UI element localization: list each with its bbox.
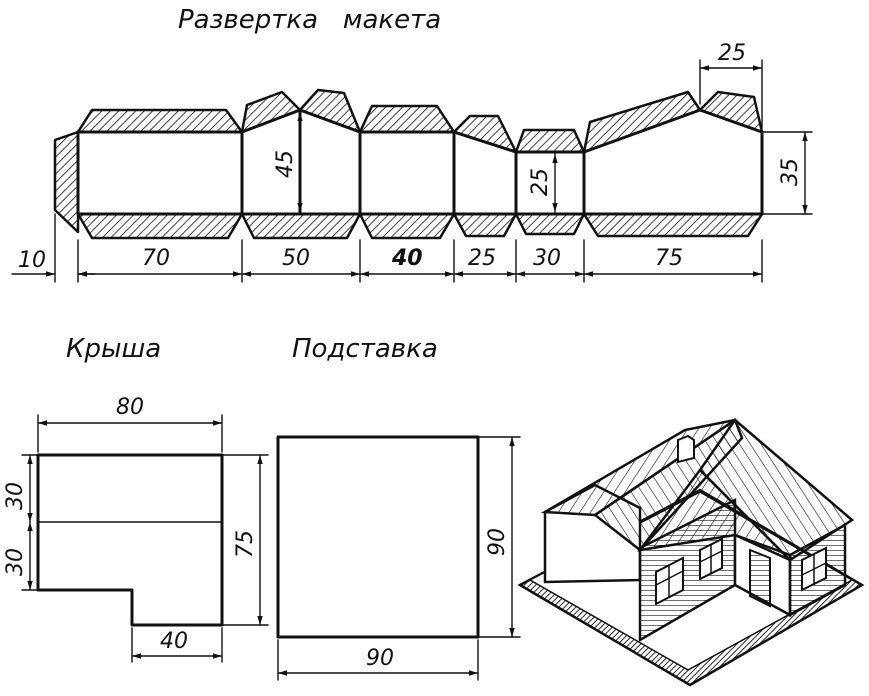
window (655, 556, 684, 606)
bottom-flap-5 (514, 212, 586, 236)
dim-label-30a: 30 (3, 482, 28, 510)
net-outline (76, 108, 764, 216)
roof-wing-front (637, 468, 791, 562)
chimney (677, 434, 695, 464)
roof-outline (36, 453, 224, 627)
bottom-flap-6 (582, 212, 764, 238)
dim-label-35: 35 (778, 158, 803, 186)
bottom-flap-2 (240, 212, 362, 240)
window (801, 546, 827, 592)
top-flap-1 (76, 108, 244, 134)
glue-flap (53, 130, 80, 234)
dim-label-25top: 25 (718, 41, 746, 66)
net-title: Развертка макета (178, 5, 441, 35)
roof-title: Крыша (66, 334, 161, 364)
top-flap-3 (298, 88, 362, 134)
bottom-flap-3 (358, 212, 456, 240)
top-flap-7 (582, 90, 702, 154)
dim-label-50: 50 (282, 246, 310, 271)
base-title: Подставка (292, 334, 438, 364)
base-drawing: Подставка 90 90 (276, 334, 521, 681)
dim-label-40-roof: 40 (160, 629, 188, 654)
dim-label-40: 40 (391, 246, 423, 271)
dim-label-90-horiz: 90 (366, 646, 394, 671)
top-flap-6 (514, 128, 586, 154)
dim-label-45: 45 (273, 150, 298, 178)
house-isometric-view (517, 418, 865, 687)
dim-label-70: 70 (142, 246, 170, 271)
door (749, 548, 771, 608)
roof-drawing: Крыша 80 75 30 30 40 (3, 334, 269, 663)
dim-label-25b: 25 (528, 168, 553, 196)
dim-label-30b: 30 (3, 548, 28, 576)
window (699, 537, 723, 581)
net-unfolding: Развертка макета (11, 5, 813, 283)
bottom-flap-4 (452, 212, 518, 238)
dim-label-80: 80 (116, 395, 144, 420)
dim-label-30: 30 (533, 246, 561, 271)
top-flap-4 (358, 104, 456, 134)
dim-label-10: 10 (18, 248, 46, 273)
dim-label-75: 75 (655, 246, 683, 271)
base-outline (276, 435, 480, 639)
dim-label-75-roof: 75 (233, 530, 258, 558)
dim-label-25: 25 (468, 246, 496, 271)
dim-label-90-vert: 90 (485, 528, 510, 556)
bottom-flap-1 (76, 212, 244, 240)
